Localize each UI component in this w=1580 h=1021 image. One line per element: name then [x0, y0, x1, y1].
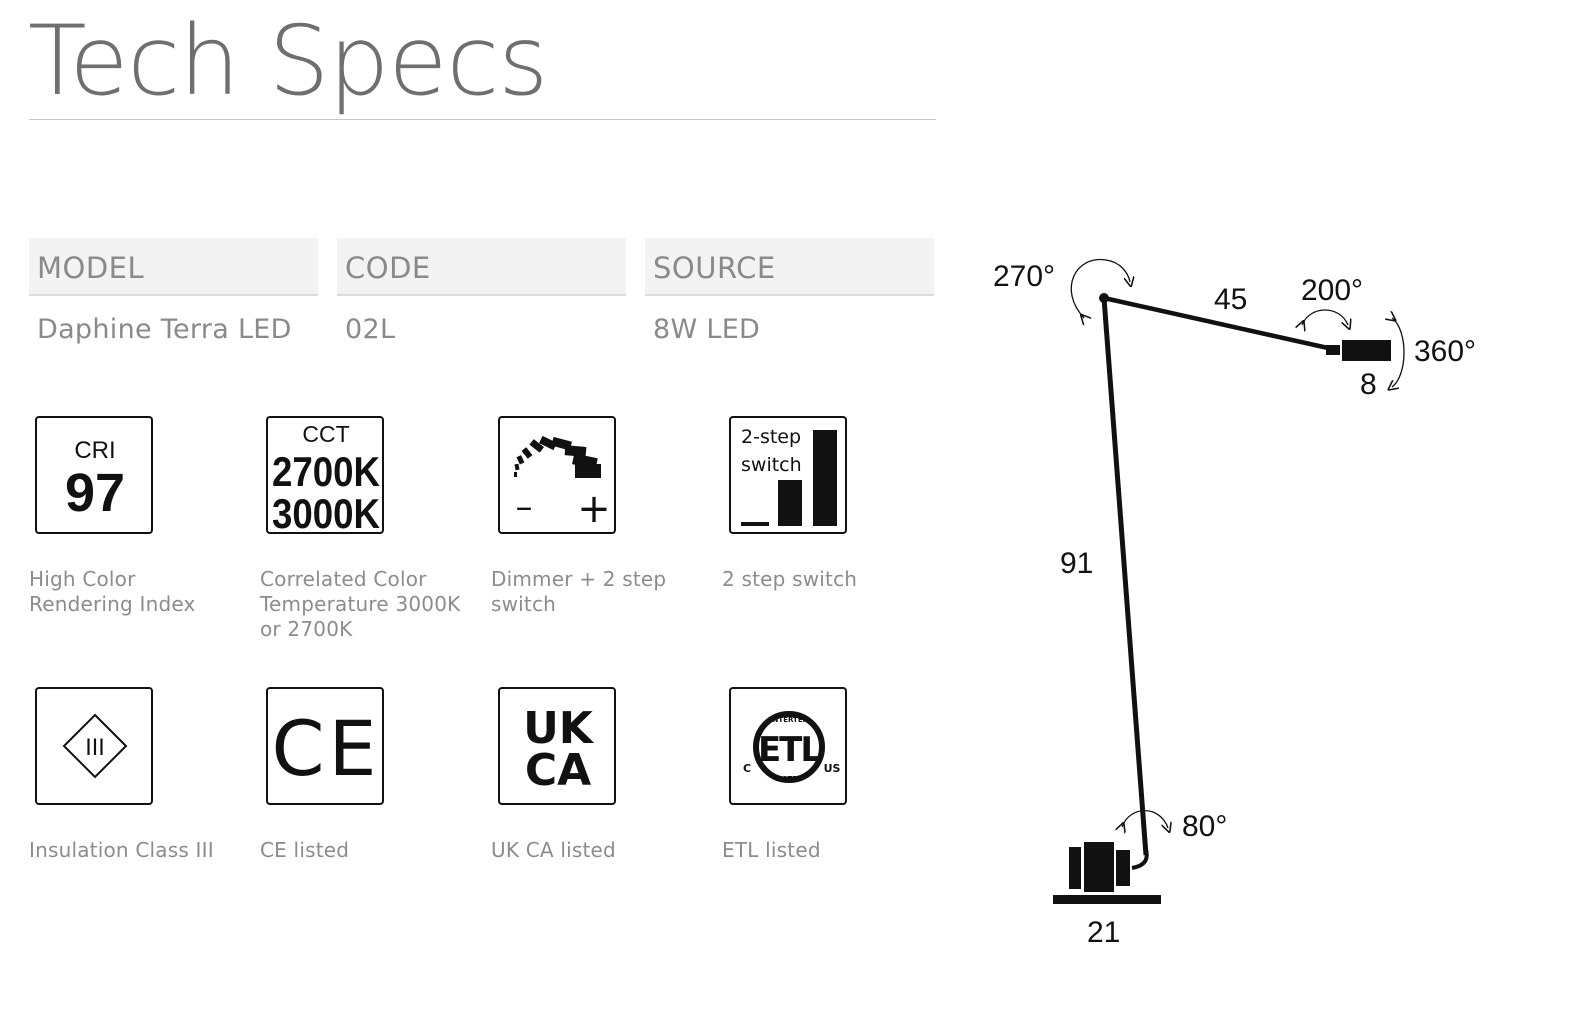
- dim-pole: 91: [1060, 547, 1093, 580]
- cct-value-3000: 3000K: [272, 490, 380, 531]
- cct-icon: CCT 2700K 3000K: [266, 416, 384, 534]
- lamp-pole: [1101, 297, 1149, 856]
- angle-head-rotation: 360°: [1414, 335, 1476, 368]
- lamp-dimension-diagram: 270° 45 200° 360° 8 91 80° 21: [960, 230, 1560, 970]
- dim-head: 8: [1360, 368, 1377, 401]
- etl-mark-text: ETL: [758, 730, 821, 770]
- dimmer-caption: Dimmer + 2 step switch: [491, 567, 667, 616]
- etl-caption: ETL listed: [722, 838, 821, 862]
- ukca-line2: CA: [525, 745, 591, 796]
- code-header: CODE: [337, 238, 626, 296]
- switch-label-line1: 2-step: [741, 426, 801, 448]
- cct-caption: Correlated Color Temperature 3000K or 27…: [260, 567, 461, 641]
- lamp-base-block: [1084, 842, 1114, 892]
- ce-mark-icon: CE: [266, 687, 384, 805]
- lamp-base-plate: [1053, 895, 1161, 904]
- dim-arm: 45: [1214, 283, 1247, 316]
- cct-value-2700: 2700K: [272, 448, 380, 495]
- model-value: Daphine Terra LED: [37, 314, 292, 345]
- two-step-switch-icon: 2-step switch: [729, 416, 847, 534]
- etl-c-text: C: [743, 762, 751, 775]
- source-value: 8W LED: [653, 314, 761, 345]
- dimmer-plus: +: [577, 486, 611, 531]
- etl-intertek-text: INTERTEK: [770, 716, 809, 724]
- ukca-mark-icon: UK CA: [498, 687, 616, 805]
- angle-foot-joint: 80°: [1182, 810, 1227, 843]
- cct-label: CCT: [302, 421, 349, 447]
- cri-value: 97: [65, 463, 125, 523]
- dim-base: 21: [1087, 916, 1120, 949]
- etl-listed-text: LISTED: [775, 775, 803, 783]
- ce-caption: CE listed: [260, 838, 350, 862]
- etl-us-text: US: [824, 762, 841, 775]
- lamp-arm: [1103, 295, 1329, 351]
- etl-mark-icon: ETL INTERTEK LISTED C US: [729, 687, 847, 805]
- ukca-line1: UK: [523, 703, 595, 754]
- title-divider: [29, 119, 936, 120]
- source-header: SOURCE: [645, 238, 934, 296]
- insulation-caption: Insulation Class III: [29, 838, 214, 862]
- model-header: MODEL: [29, 238, 318, 296]
- switch-label-line2: switch: [741, 454, 802, 476]
- angle-base-joint: 270°: [993, 260, 1055, 293]
- angle-head-joint: 200°: [1301, 274, 1363, 307]
- cri-caption: High Color Rendering Index: [29, 567, 196, 616]
- top-joint: [1099, 293, 1109, 303]
- page-title: Tech Specs: [28, 5, 548, 117]
- insulation-roman-numeral: III: [85, 736, 104, 761]
- cri-label: CRI: [74, 437, 115, 464]
- dimmer-minus: –: [516, 487, 533, 527]
- ce-mark-text: CE: [271, 704, 380, 793]
- cri-icon: CRI 97: [35, 416, 153, 534]
- code-value: 02L: [345, 314, 396, 345]
- ukca-caption: UK CA listed: [491, 838, 616, 862]
- insulation-class-iii-icon: III: [35, 687, 153, 805]
- switch-caption: 2 step switch: [722, 567, 858, 591]
- lamp-head: [1342, 340, 1391, 361]
- dimmer-icon: – +: [498, 416, 616, 534]
